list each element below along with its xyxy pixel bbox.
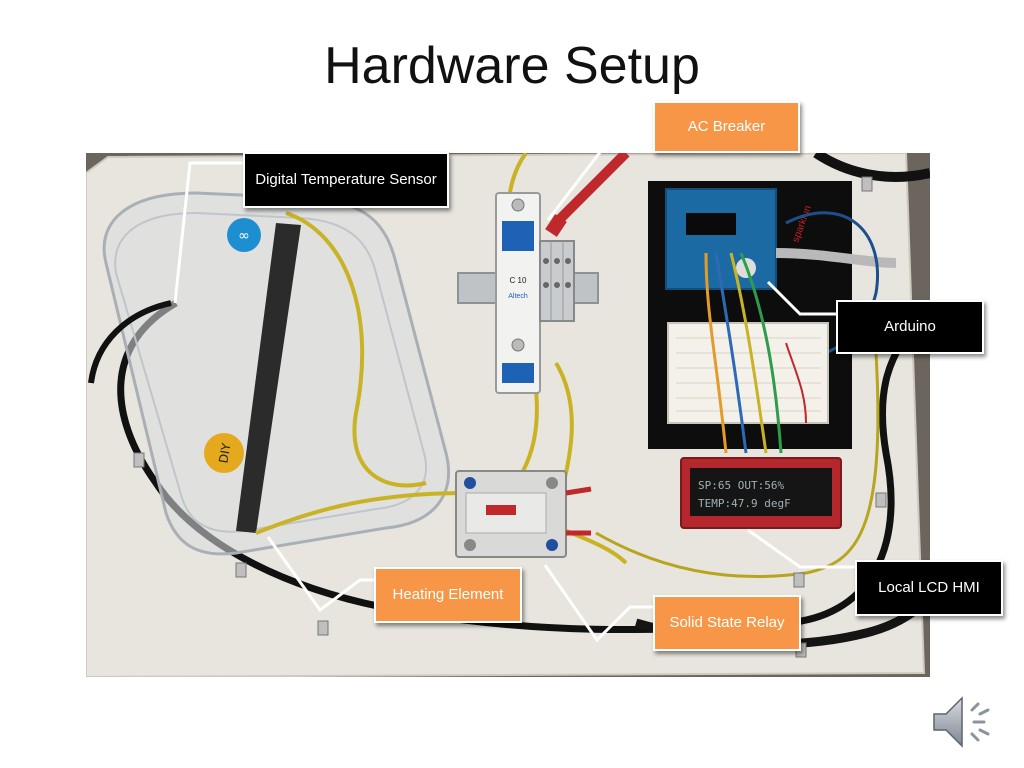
callout-solid-state-relay: Solid State Relay [653, 595, 801, 651]
svg-text:TEMP:47.9 degF: TEMP:47.9 degF [698, 497, 791, 510]
svg-text:∞: ∞ [238, 228, 250, 244]
speaker-icon[interactable] [928, 690, 1000, 754]
diy-sticker [204, 433, 244, 473]
callout-arduino: Arduino [836, 300, 984, 354]
callout-heating-element: Heating Element [374, 567, 522, 623]
callout-ac-breaker: AC Breaker [653, 101, 800, 153]
terminal-blocks [539, 240, 575, 322]
svg-text:Altech: Altech [508, 293, 528, 300]
arduino-board [665, 188, 777, 290]
slide-title: Hardware Setup [324, 37, 700, 95]
callout-temperature-sensor: Digital Temperature Sensor [243, 152, 449, 208]
svg-text:C 10: C 10 [510, 276, 527, 285]
callout-local-lcd-hmi: Local LCD HMI [855, 560, 1003, 616]
svg-text:SP:65 OUT:56%: SP:65 OUT:56% [698, 479, 784, 492]
heating-rod [236, 223, 301, 533]
svg-text:DIY: DIY [216, 441, 233, 464]
